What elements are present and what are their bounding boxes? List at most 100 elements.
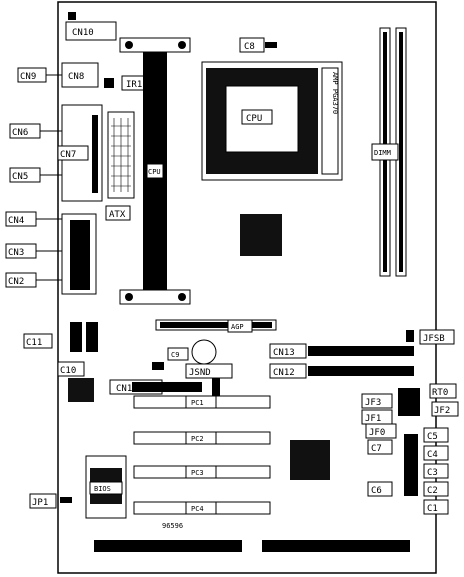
jf2-box — [431, 401, 459, 417]
pc2-box — [185, 431, 217, 445]
amp-label: AMP PGA370 — [331, 72, 339, 114]
c9-pins — [152, 362, 164, 370]
cpu-slot-bottom — [119, 289, 191, 305]
jfsb-pins — [406, 330, 414, 342]
cn13-connector — [308, 346, 414, 356]
cpu-slot-hole-bl — [125, 293, 133, 301]
jp1-box — [29, 493, 57, 509]
jf2-label: JF2 — [434, 406, 450, 416]
cn12-label: CN12 — [273, 368, 295, 378]
cn6-label: CN6 — [12, 128, 28, 138]
c9-box — [167, 347, 189, 361]
cn12-box — [269, 363, 307, 379]
jsnd-box — [185, 363, 233, 379]
atx-pins — [111, 118, 131, 192]
cn8-label: CN8 — [68, 72, 84, 82]
cpu-slot-label-box — [146, 163, 164, 179]
jfsb-label: JFSB — [423, 334, 445, 344]
cn7-pins — [92, 115, 98, 193]
cn13-label: CN13 — [273, 348, 295, 358]
jf-pins — [398, 388, 420, 416]
jsnd-pins — [212, 378, 220, 396]
pc3-label: PC3 — [191, 469, 204, 477]
jf0-box — [365, 423, 397, 439]
cn7-box — [57, 145, 89, 161]
cn4-label: CN4 — [8, 216, 24, 226]
cn7-label: CN7 — [60, 150, 76, 160]
c11-c10-pins-a — [70, 322, 82, 352]
c5-label: C5 — [427, 432, 438, 442]
cn5-label: CN5 — [12, 172, 28, 182]
c4-label: C4 — [427, 450, 438, 460]
c8-box — [239, 37, 265, 53]
c11-label: C11 — [26, 338, 42, 348]
c6-box — [367, 481, 393, 497]
c8-pins — [265, 42, 277, 48]
atx-box — [105, 205, 131, 221]
bios-box — [89, 481, 123, 495]
jfsb-box — [419, 329, 455, 345]
cpu-slot-hole-br — [178, 293, 186, 301]
cpu-slot-hole-tl — [125, 41, 133, 49]
cn11-pins — [132, 382, 202, 392]
dimm-slot-2-fill — [399, 32, 403, 272]
jf0-label: JF0 — [369, 428, 385, 438]
chip-io — [68, 378, 94, 402]
pc4-label: PC4 — [191, 505, 204, 513]
atx-label: ATX — [109, 210, 126, 220]
jp1-label: JP1 — [32, 498, 48, 508]
cn8-connector — [61, 62, 99, 88]
c11-box — [23, 333, 53, 349]
rt0-label: RT0 — [432, 388, 448, 398]
c2-label: C2 — [427, 486, 438, 496]
jp1-pins — [60, 497, 72, 503]
cpu-slot-label: CPU — [148, 168, 161, 176]
bios-label: BIOS — [94, 485, 111, 493]
pc3-box — [185, 465, 217, 479]
board-code: 96596 — [162, 522, 183, 530]
c3-box — [423, 463, 449, 479]
c-pins-column — [404, 434, 418, 496]
c2-box — [423, 481, 449, 497]
c7-box — [367, 439, 393, 455]
pc2-label: PC2 — [191, 435, 204, 443]
bottom-slot-right — [262, 540, 410, 552]
chipset-south — [290, 440, 330, 480]
c6-label: C6 — [371, 486, 382, 496]
jf3-label: JF3 — [365, 398, 381, 408]
ir1-pins — [104, 78, 114, 88]
cn4-cn2-body — [70, 220, 90, 290]
jf3-box — [361, 393, 393, 409]
cn12-connector — [308, 366, 414, 376]
rt0-box — [429, 383, 457, 399]
battery — [191, 339, 217, 365]
c7-label: C7 — [371, 444, 382, 454]
c9-label: C9 — [171, 351, 179, 359]
amp-strip — [321, 67, 339, 175]
c10-box — [57, 361, 85, 377]
jf1-label: JF1 — [365, 414, 381, 424]
agp-slot-fill — [160, 322, 272, 328]
cn10-label: CN10 — [72, 28, 94, 38]
chipset-north — [240, 214, 282, 256]
c4-box — [423, 445, 449, 461]
c1-label: C1 — [427, 504, 438, 514]
cn11-label: CN11 — [116, 384, 138, 394]
agp-label: AGP — [231, 323, 244, 331]
dimm-label: DIMM — [374, 149, 391, 157]
ir1-label: IR1 — [126, 80, 142, 90]
c1-box — [423, 499, 449, 515]
c5-box — [423, 427, 449, 443]
pc1-box — [185, 395, 217, 409]
c11-c10-pins-b — [86, 322, 98, 352]
agp-box — [227, 319, 253, 333]
cn3-label: CN3 — [8, 248, 24, 258]
cn2-label: CN2 — [8, 277, 24, 287]
cn9-label: CN9 — [20, 72, 36, 82]
pc1-label: PC1 — [191, 399, 204, 407]
cpu-slot-hole-tr — [178, 41, 186, 49]
cn10-block — [68, 12, 76, 20]
jsnd-label: JSND — [189, 368, 211, 378]
dimm-box — [371, 143, 399, 161]
